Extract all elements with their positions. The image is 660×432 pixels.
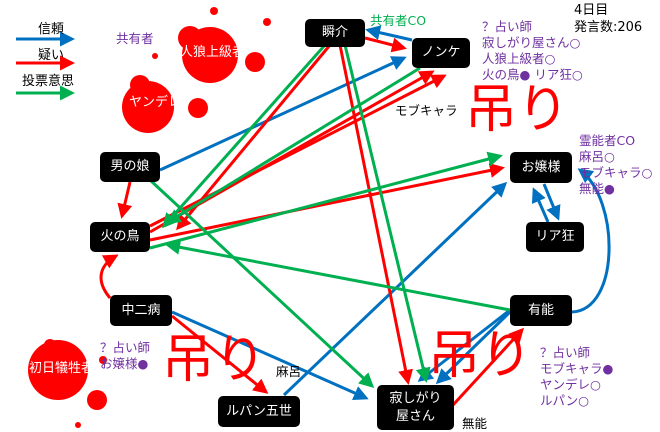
note-line: 麻呂○ xyxy=(579,149,615,164)
vote-arrow xyxy=(162,44,327,229)
post-count: 発言数:206 xyxy=(574,20,643,35)
yuno-notes: ？占い師 モブキャラ● ヤンデレ○ ルパン○ xyxy=(540,345,613,409)
trust-arrow xyxy=(542,183,561,221)
node-jinro[interactable]: 人狼上級者 xyxy=(167,37,258,68)
nonke-notes: ？占い師 寂しがり屋さん○ 人狼上級者○ 火の鳥● リア狂○ xyxy=(482,19,583,83)
doubt-arrow xyxy=(99,254,119,299)
note-line: ？占い師 xyxy=(100,340,151,355)
trust-arrow xyxy=(435,310,512,385)
node-nonke[interactable]: ノンケ xyxy=(412,38,470,68)
trust-arrow xyxy=(417,308,511,382)
doubt-arrow xyxy=(451,327,525,407)
doubt-arrow xyxy=(117,181,133,219)
shunsuke-co-note: 共有者CO xyxy=(370,13,427,28)
trust-arrow xyxy=(531,187,550,223)
note-line: 人狼上級者○ xyxy=(482,51,556,66)
note-line: 寂しがり屋さん○ xyxy=(482,35,581,50)
trust-arrow xyxy=(159,56,407,172)
node-yandere[interactable]: ヤンデレ xyxy=(118,88,192,118)
note-line: ？占い師 xyxy=(482,19,533,34)
hang-label-chuni: 吊り xyxy=(162,330,267,390)
node-otokonoko[interactable]: 男の娘 xyxy=(100,152,160,182)
note-line: ルパン○ xyxy=(540,393,590,408)
node-sabishi-line1: 寂しがり xyxy=(389,390,442,406)
trust-arrow xyxy=(571,168,611,314)
node-riakyo[interactable]: リア狂 xyxy=(526,222,584,252)
info-box: 4日目 発言数:206 xyxy=(574,2,642,36)
node-sabishi[interactable]: 寂しがり 屋さん xyxy=(377,385,454,430)
doubt-arrow xyxy=(171,314,269,394)
note-line: お嬢様● xyxy=(100,356,149,371)
doubt-arrow xyxy=(338,44,413,385)
doubt-arrow xyxy=(364,36,407,53)
vote-arrow xyxy=(148,178,375,389)
vote-arrow xyxy=(165,239,511,312)
node-sabishi-line2: 屋さん xyxy=(395,408,435,424)
node-shonichi-label: 初日犠牲者 xyxy=(28,360,94,376)
vote-arrow xyxy=(343,44,431,383)
node-chuni[interactable]: 中二病 xyxy=(110,295,172,326)
node-lupin[interactable]: ルパン五世 xyxy=(218,396,300,427)
doubt-arrow xyxy=(149,74,447,228)
jinro-co-note: 共有者 xyxy=(116,31,154,46)
node-hinotori[interactable]: 火の鳥 xyxy=(90,222,150,252)
note-line: 火の鳥● リア狂○ xyxy=(482,67,583,82)
legend-trust-label: 信頼 xyxy=(38,22,65,37)
legend-doubt-label: 疑い xyxy=(38,48,65,63)
trust-arrow xyxy=(171,310,369,400)
note-line: ？占い師 xyxy=(540,345,591,360)
sabishi-under-note: 無能 xyxy=(462,416,488,431)
node-shonichi[interactable]: 初日犠牲者 xyxy=(16,352,107,385)
note-line: ヤンデレ○ xyxy=(540,377,601,392)
blood-splatter-icon xyxy=(28,7,271,428)
hang-label-nonke: 吊り xyxy=(465,80,570,140)
nonke-under-note: モブキャラ xyxy=(395,103,458,118)
node-jinro-label: 人狼上級者 xyxy=(179,44,245,60)
chuni-under-note: 麻呂 xyxy=(276,364,302,379)
note-line: モブキャラ● xyxy=(540,361,614,376)
node-yandere-label: ヤンデレ xyxy=(128,95,181,111)
note-line: 霊能者CO xyxy=(579,133,636,148)
ojo-notes: 霊能者CO 麻呂○ モブキャラ○ 無能● xyxy=(579,133,652,197)
day-label: 4日目 xyxy=(574,3,609,18)
legend-vote-label: 投票意思 xyxy=(22,74,75,89)
doubt-arrow xyxy=(149,163,505,242)
vote-arrow xyxy=(165,66,421,224)
node-yuno[interactable]: 有能 xyxy=(510,295,572,326)
trust-arrow xyxy=(365,25,413,42)
node-ojo[interactable]: お嬢様 xyxy=(510,152,572,183)
chuni-notes: ？占い師 お嬢様● xyxy=(100,340,150,372)
note-line: モブキャラ○ xyxy=(579,165,653,180)
node-shunsuke[interactable]: 瞬介 xyxy=(305,19,365,47)
hang-label-yuno: 吊り xyxy=(428,326,533,386)
note-line: 無能● xyxy=(579,181,615,196)
